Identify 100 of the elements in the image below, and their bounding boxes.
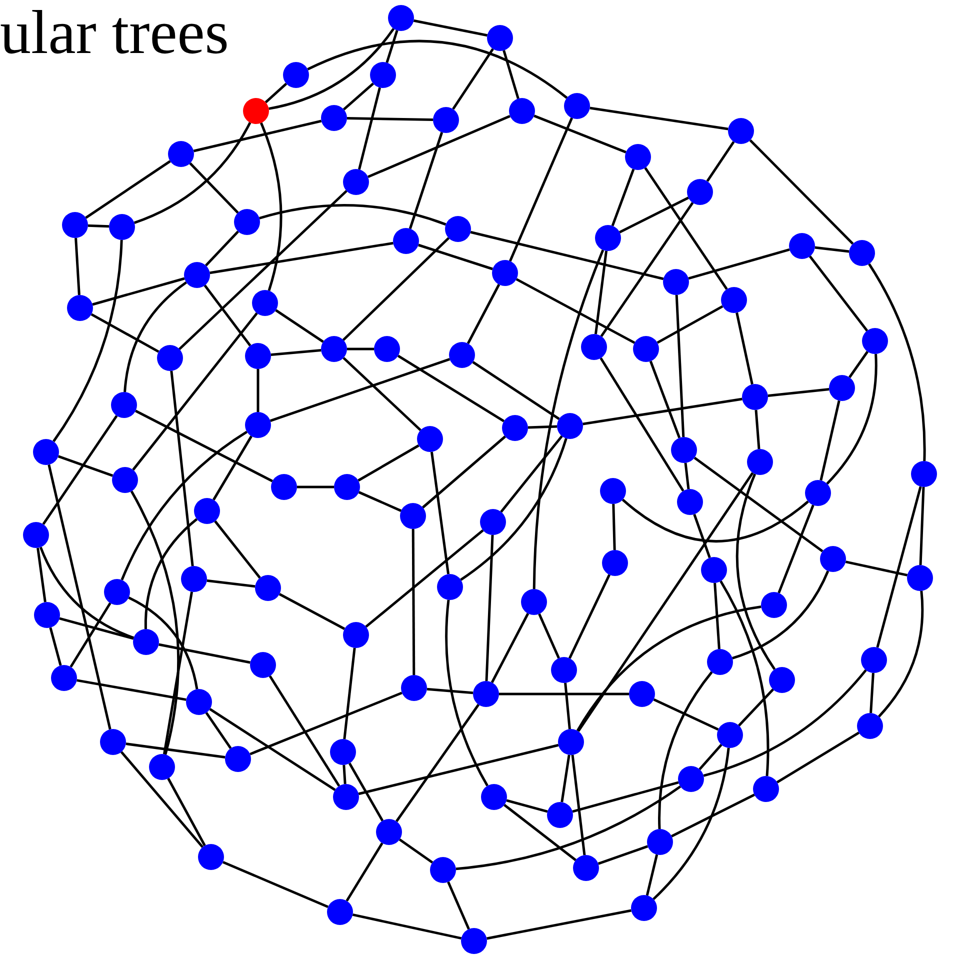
connector-line: [342, 356, 422, 432]
connector-line: [430, 452, 450, 574]
connector-line: [426, 688, 474, 694]
connector-line: [70, 602, 112, 668]
connector-line: [342, 237, 450, 341]
connector-line: [307, 40, 568, 99]
connector-line: [212, 436, 252, 500]
connector-line: [571, 754, 586, 856]
connector-line: [85, 160, 171, 219]
connector-line: [919, 486, 925, 566]
connector-line: [870, 672, 874, 714]
connector-line: [268, 28, 395, 110]
graph-vertex: [23, 522, 49, 548]
connector-line: [204, 284, 252, 346]
connector-line: [346, 116, 434, 122]
connector-line: [222, 860, 328, 908]
connector-line: [413, 19, 488, 37]
connector-line: [358, 491, 402, 512]
connector-line: [88, 224, 110, 228]
graph-vertex: [678, 766, 704, 792]
graph-vertex: [820, 546, 846, 572]
connector-line: [264, 82, 288, 104]
connector-line: [74, 238, 80, 296]
connector-line: [210, 242, 394, 274]
connector-line: [768, 388, 830, 397]
graph-vertex: [234, 209, 260, 235]
connector-line: [214, 520, 261, 579]
connector-line: [134, 122, 252, 224]
graph-vertex: [677, 489, 703, 515]
connector-line: [126, 742, 226, 758]
connector-line: [358, 444, 420, 482]
connector-line: [656, 305, 724, 344]
graph-vertex: [186, 689, 212, 715]
connector-line: [343, 648, 356, 740]
graph-vertex: [245, 412, 271, 438]
graph-vertex: [334, 474, 360, 500]
connector-line: [90, 313, 160, 353]
connector-line: [59, 617, 134, 640]
graph-vertex: [245, 343, 271, 369]
graph-vertex: [701, 557, 727, 583]
connector-line: [270, 358, 450, 422]
graph-vertex: [805, 480, 831, 506]
connector-line: [120, 430, 248, 580]
connector-line: [582, 398, 742, 426]
graph-vertex: [194, 498, 220, 524]
connector-line: [594, 250, 608, 334]
connector-line: [39, 546, 134, 639]
graph-vertex: [564, 93, 590, 119]
graph-vertex: [321, 105, 347, 131]
connector-line: [358, 744, 559, 796]
graph-vertex: [521, 589, 547, 615]
graph-vertex: [330, 739, 356, 765]
connector-line: [504, 804, 576, 862]
connector-line: [868, 263, 926, 461]
graph-vertex: [663, 269, 689, 295]
connector-line: [193, 120, 322, 152]
connector-line: [845, 560, 908, 576]
connector-line: [776, 732, 860, 784]
graph-vertex: [388, 5, 414, 31]
heading-text: ular trees: [0, 2, 229, 64]
graph-vertex: [255, 575, 281, 601]
graph-vertex: [728, 118, 754, 144]
connector-line: [538, 613, 560, 659]
connector-line: [486, 909, 632, 940]
graph-vertex: [600, 478, 626, 504]
graph-vertex: [437, 574, 463, 600]
graph-vertex: [789, 233, 815, 259]
connector-line: [749, 139, 854, 245]
connector-line: [297, 486, 334, 488]
connector-line: [508, 117, 574, 262]
graph-vertex: [625, 144, 651, 170]
graph-vertex: [112, 467, 138, 493]
connector-line: [720, 580, 770, 776]
connector-line: [205, 712, 232, 749]
connector-line: [876, 486, 922, 648]
connector-line: [502, 50, 520, 99]
graph-vertex: [430, 857, 456, 883]
connector-line: [658, 671, 713, 830]
connector-line: [808, 256, 868, 332]
connector-line: [732, 570, 830, 660]
graph-vertex: [747, 449, 773, 475]
graph-vertex: [62, 212, 88, 238]
connector-line: [158, 643, 250, 664]
graph-vertex: [473, 681, 499, 707]
graph-vertex: [829, 375, 855, 401]
connector-line: [600, 357, 684, 492]
graph-vertex: [502, 415, 528, 441]
graph-vertex: [252, 290, 278, 316]
graph-vertex: [557, 413, 583, 439]
graph-vertex: [449, 342, 475, 368]
connector-line: [460, 438, 568, 581]
graph-vertex: [400, 503, 426, 529]
connector-line: [452, 48, 494, 110]
graph-vertex: [671, 437, 697, 463]
graph-vertex: [157, 345, 183, 371]
connector-line: [124, 281, 188, 392]
connector-line: [671, 794, 755, 838]
connector-line: [649, 360, 681, 438]
connector-line: [342, 764, 346, 784]
graph-vertex: [492, 260, 518, 286]
